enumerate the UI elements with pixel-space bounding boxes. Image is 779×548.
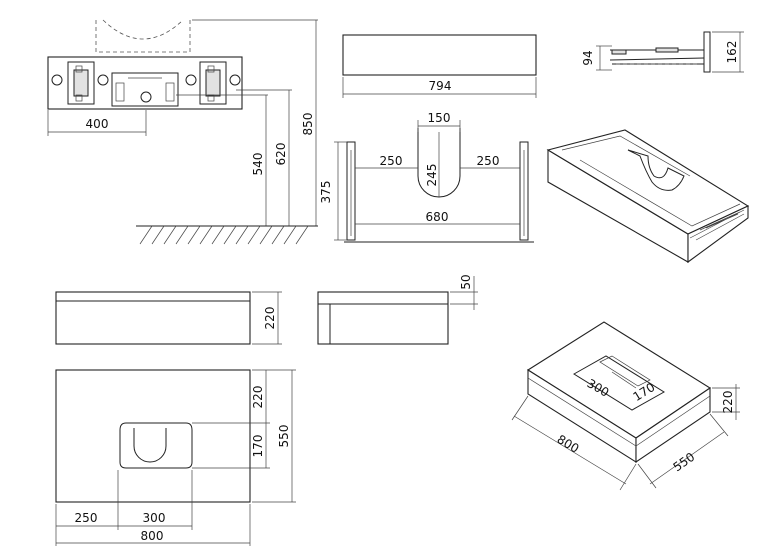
dim-794: 794 — [429, 79, 452, 93]
dim-540: 540 — [251, 153, 265, 176]
dim-850: 850 — [301, 113, 315, 136]
dim-800-iso: 800 — [555, 432, 582, 456]
dim-800-plan: 800 — [141, 529, 164, 543]
front-elevation: 220 — [55, 291, 282, 345]
dim-245: 245 — [425, 164, 439, 187]
dim-250-plan: 250 — [75, 511, 98, 525]
dim-300-plan: 300 — [143, 511, 166, 525]
dim-550-plan: 550 — [277, 425, 291, 448]
iso-basin — [573, 355, 665, 411]
dim-250-right: 250 — [477, 154, 500, 168]
drawer-section: 150 250 250 245 680 375 — [319, 111, 534, 243]
dim-170-plan: 170 — [251, 435, 265, 458]
drawer-u-notch — [627, 149, 685, 191]
plan-view: 220 170 550 250 300 800 — [55, 369, 296, 546]
dim-162: 162 — [725, 41, 739, 64]
dim-680: 680 — [426, 210, 449, 224]
dim-150: 150 — [428, 111, 451, 125]
cabinet-isometric: 300 170 220 800 550 — [511, 321, 740, 491]
dim-375: 375 — [319, 181, 333, 204]
floor-hatch — [136, 225, 318, 245]
dim-400: 400 — [86, 117, 109, 131]
dim-220-iso: 220 — [721, 391, 735, 414]
dim-250-left: 250 — [380, 154, 403, 168]
wall-mount-elevation: 400 540 620 850 — [47, 19, 318, 245]
dim-220-plan: 220 — [251, 386, 265, 409]
dim-50: 50 — [459, 274, 473, 289]
side-elevation: 50 — [317, 274, 478, 345]
left-bracket — [51, 61, 109, 105]
dim-94: 94 — [581, 50, 595, 65]
drawer-isometric — [546, 129, 750, 264]
plan-basin — [119, 422, 193, 469]
right-bracket — [185, 61, 241, 105]
plumbing-box — [111, 72, 179, 107]
dim-620: 620 — [274, 143, 288, 166]
basin-outline — [95, 19, 191, 53]
side-profile: 94 162 — [581, 31, 744, 73]
top-view-box: 794 — [342, 34, 537, 98]
dim-220-front: 220 — [263, 307, 277, 330]
